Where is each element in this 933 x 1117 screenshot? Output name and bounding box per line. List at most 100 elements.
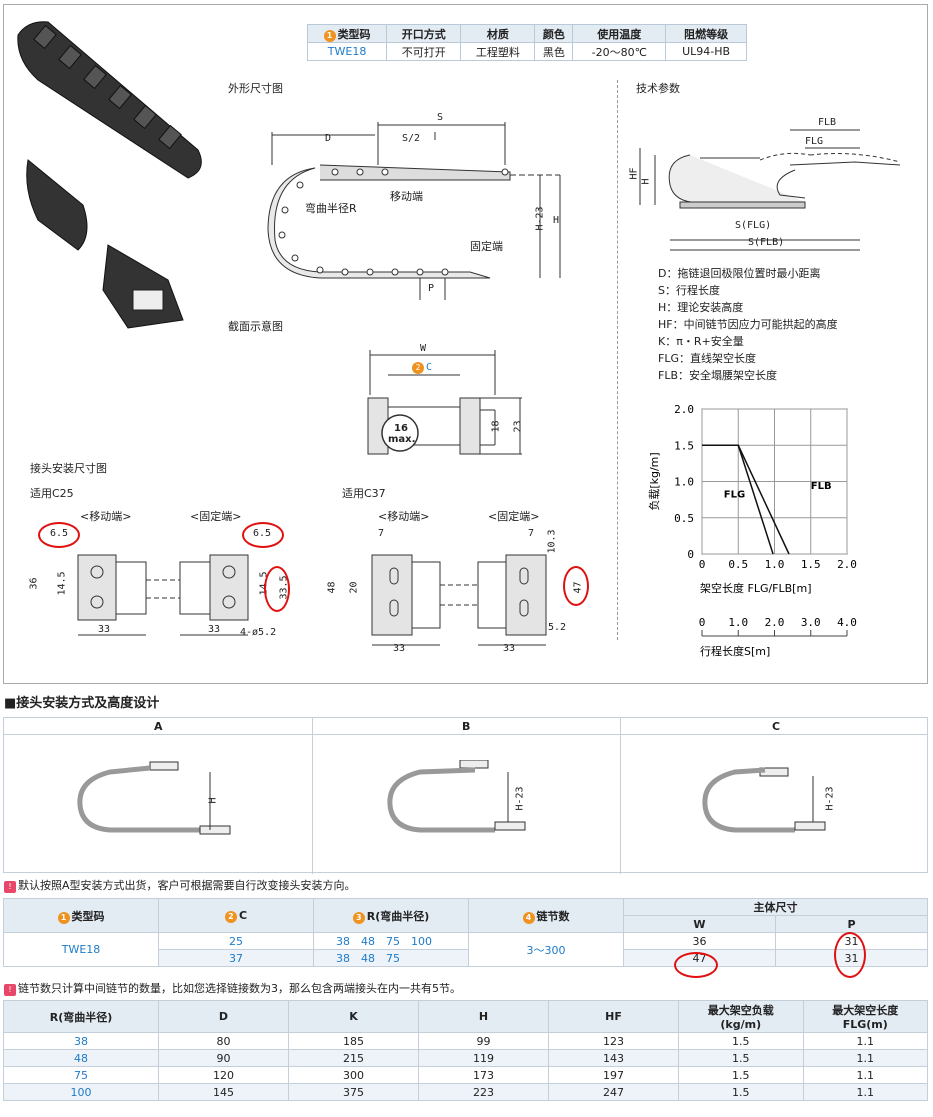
rt-h-d: D — [158, 1000, 289, 1033]
tech-label: 技术参数 — [636, 82, 680, 95]
highlight-65a — [38, 522, 80, 548]
mount-c-h: H-23 — [824, 786, 836, 811]
legend-flg: FLG：直线架空长度 — [658, 352, 756, 365]
chart-ytick-label: 1.5 — [674, 439, 694, 452]
chart-x2tick-label: 0 — [699, 616, 706, 629]
rt-cell: 223 — [418, 1083, 549, 1101]
mount-a-drawing — [77, 761, 231, 835]
dim-33c: 33 — [393, 643, 406, 654]
rt-cell: 100 — [3, 1083, 159, 1101]
rt-cell: 120 — [158, 1066, 289, 1084]
rt-cell: 99 — [418, 1032, 549, 1050]
rt-cell: 1.1 — [802, 1032, 928, 1050]
c25-label: 适用C25 — [30, 487, 74, 500]
rt-cell: 48 — [3, 1049, 159, 1067]
rt-cell: 38 — [3, 1032, 159, 1050]
spec-cell-type: TWE18 — [306, 42, 388, 61]
mt-r-0: 38 48 75 100 — [313, 932, 469, 950]
chart-xlabel: 架空长度 FLG/FLB[m] — [700, 581, 811, 595]
rt-cell: 1.1 — [802, 1049, 928, 1067]
dim-103: 10.3 — [546, 529, 558, 554]
chart-x2tick-label: 3.0 — [801, 616, 821, 629]
mount-panel: A B C — [3, 717, 928, 874]
c25-joint-drawing — [77, 554, 249, 636]
rt-cell: 143 — [548, 1049, 679, 1067]
spec-header-flame: 阻燃等级 — [665, 24, 747, 43]
c37-fixed-end: <固定端> — [488, 510, 540, 523]
chart-series-label-flg: FLG — [724, 489, 745, 500]
mount-col-a: A — [154, 720, 163, 733]
dim-hole: 4-ø5.2 — [240, 627, 277, 638]
chart-ylabel: 负载[kg/m] — [647, 452, 661, 510]
mt-h-body: 主体尺寸 — [623, 898, 928, 916]
chart-xtick-label: 2.0 — [837, 558, 857, 571]
mount-col-b: B — [462, 720, 471, 733]
chart-ytick-label: 0.5 — [674, 512, 694, 525]
dim-48: 48 — [326, 581, 338, 594]
rt-cell: 1.5 — [678, 1032, 804, 1050]
c25-move-end: <移动端> — [80, 510, 132, 523]
rt-cell: 375 — [288, 1083, 419, 1101]
rt-cell: 145 — [158, 1083, 289, 1101]
fixed-end-label: 固定端 — [470, 240, 503, 253]
bend-radius-label: 弯曲半径R — [305, 202, 357, 215]
chart-ytick-label: 0 — [687, 548, 694, 561]
chart-ytick-label: 2.0 — [674, 403, 694, 416]
spec-cell-material: 工程塑料 — [460, 42, 536, 61]
separator — [617, 80, 618, 640]
rt-h-k: K — [288, 1000, 419, 1033]
spec-cell-flame: UL94-HB — [665, 42, 747, 61]
chart-x2tick-label: 4.0 — [837, 616, 857, 629]
load-chart: 000.51.01.02.01.53.02.04.02.01.51.00.50F… — [647, 403, 857, 658]
dim-36: 36 — [28, 577, 40, 590]
outline-drawing — [267, 122, 561, 300]
rt-cell: 1.5 — [678, 1066, 804, 1084]
mount-note: !默认按照A型安装方式出货，客户可根据需要自行改变接头安装方向。 — [4, 877, 356, 893]
dim-20: 20 — [348, 581, 360, 594]
move-end-label: 移动端 — [390, 190, 423, 203]
mt-type: TWE18 — [3, 932, 159, 967]
spec-cell-temp: -20～80℃ — [572, 42, 667, 61]
dim-33b: 33 — [208, 624, 221, 635]
chart-series-label-flb: FLB — [811, 481, 832, 492]
rt-h-hf: HF — [548, 1000, 679, 1033]
dim-hf: HF — [628, 167, 640, 180]
c37-label: 适用C37 — [342, 487, 386, 500]
dim-flg: FLG — [805, 136, 824, 147]
joint-label: 接头安装尺寸图 — [30, 462, 107, 475]
chart-ytick-label: 1.0 — [674, 476, 694, 489]
rt-cell: 215 — [288, 1049, 419, 1067]
spec-header-color: 颜色 — [534, 24, 574, 43]
dim-52: 5.2 — [548, 622, 567, 633]
rt-cell: 1.5 — [678, 1049, 804, 1067]
tech-drawing — [639, 129, 901, 251]
rt-cell: 173 — [418, 1066, 549, 1084]
spec-header-open: 开口方式 — [386, 24, 462, 43]
dim-flb: FLB — [818, 117, 837, 128]
chart-series-flb — [702, 444, 790, 555]
badge-2: 2 — [412, 362, 424, 374]
badge-1: 1 — [323, 29, 336, 42]
mount-b-drawing — [387, 760, 526, 833]
dim-sflg: S(FLG) — [735, 220, 772, 231]
rt-h-load: 最大架空负载(kg/m) — [678, 1000, 804, 1033]
dim-33a: 33 — [98, 624, 111, 635]
chart-xtick-label: 1.0 — [765, 558, 785, 571]
mt-c-1: 37 — [158, 949, 314, 967]
rt-h-r: R(弯曲半径) — [3, 1000, 159, 1033]
mt-links: 3～300 — [468, 932, 624, 967]
rt-cell: 185 — [288, 1032, 419, 1050]
mt-h-p: P — [775, 915, 928, 933]
dim-h23: H-23 — [534, 206, 546, 231]
rt-cell: 247 — [548, 1083, 679, 1101]
rt-cell: 90 — [158, 1049, 289, 1067]
mount-c-drawing — [702, 767, 826, 833]
dim-33d: 33 — [503, 643, 516, 654]
dim-145a: 14.5 — [56, 571, 68, 596]
rt-cell: 1.1 — [802, 1083, 928, 1101]
